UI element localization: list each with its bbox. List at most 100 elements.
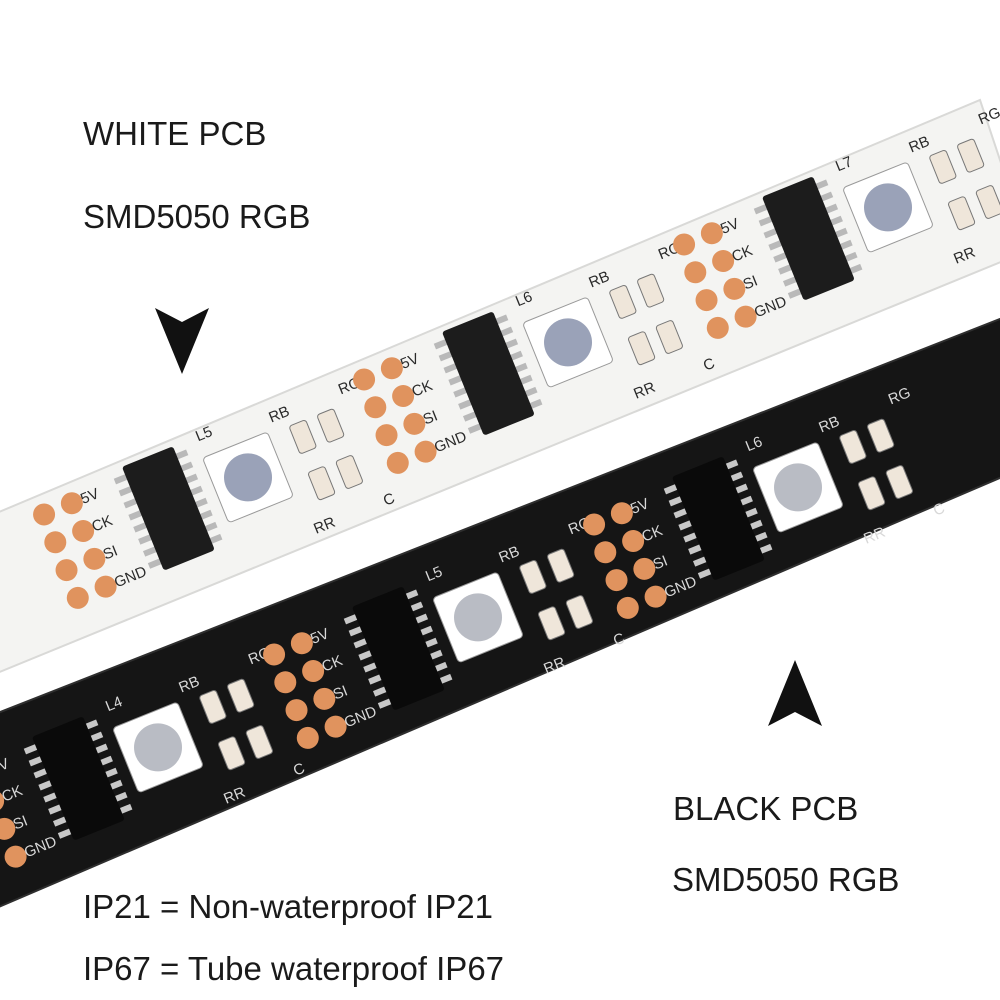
- black-led-type-label: SMD5050 RGB: [672, 861, 900, 898]
- white-pcb-label: WHITE PCB: [83, 115, 267, 152]
- resistor: [858, 476, 886, 511]
- solder-pad: [706, 316, 729, 339]
- chip-pin: [123, 497, 139, 509]
- pin-label: SI: [651, 552, 671, 573]
- chip-pin: [348, 625, 364, 637]
- pin-label: 5V: [308, 625, 331, 648]
- solder-pad: [386, 451, 409, 474]
- chip-pin: [433, 338, 449, 350]
- solder-pad: [583, 513, 606, 536]
- led-lens: [134, 723, 183, 772]
- solder-pad: [392, 385, 415, 408]
- resistor: [317, 408, 345, 443]
- solder-pad: [712, 250, 735, 273]
- chip-pin: [368, 673, 384, 685]
- pin-label: 5V: [718, 215, 741, 238]
- led-name-label: L6: [513, 288, 535, 310]
- chip-pin: [778, 263, 794, 275]
- arrowhead-down-icon: [155, 308, 209, 374]
- chip-pin: [353, 637, 369, 649]
- pin-label: SI: [421, 407, 441, 428]
- driver-chip: [352, 587, 444, 710]
- pin-label: CK: [729, 242, 755, 266]
- pin-label: 5V: [0, 755, 12, 778]
- black-pcb-label: BLACK PCB: [673, 790, 859, 827]
- resistor: [308, 466, 336, 501]
- rr-label: RR: [311, 514, 338, 538]
- resistor: [929, 150, 957, 184]
- solder-pad: [4, 845, 27, 868]
- solder-pad: [263, 643, 286, 666]
- chip-pin: [38, 779, 54, 791]
- chip-pin: [118, 485, 134, 497]
- arrowhead-up-icon: [768, 660, 822, 726]
- pin-label: CK: [319, 652, 345, 676]
- led-name-label: L6: [743, 433, 765, 455]
- c-label: C: [931, 500, 948, 520]
- chip-pin: [758, 215, 774, 227]
- solder-pad: [700, 222, 723, 245]
- chip-pin: [23, 743, 39, 755]
- led-lens: [544, 318, 593, 367]
- resistor: [547, 548, 575, 583]
- resistor: [218, 736, 246, 771]
- resistor: [227, 678, 255, 713]
- solder-pad: [673, 233, 696, 256]
- resistor: [867, 418, 895, 453]
- chip-pin: [33, 767, 49, 779]
- chip-pin: [467, 422, 484, 434]
- led-name-label: L5: [193, 423, 215, 445]
- pin-label: CK: [89, 512, 115, 536]
- chip-pin: [763, 227, 779, 239]
- solder-pad: [353, 368, 376, 391]
- chip-pin: [462, 410, 479, 422]
- solder-pad: [324, 715, 347, 738]
- chip-pin: [443, 362, 459, 374]
- chip-pin: [48, 803, 64, 815]
- solder-pad: [66, 586, 89, 609]
- rb-label: RB: [266, 403, 292, 427]
- led-lens: [774, 463, 823, 512]
- solder-pad: [734, 305, 757, 328]
- white-pcb-strip: 5VCKSIGNDL5RBRRRGC5VCKSIGNDL6RBRRRGC5VCK…: [0, 98, 1000, 673]
- solder-pad: [55, 559, 78, 582]
- chip-pin: [448, 374, 464, 386]
- driver-chip: [122, 447, 214, 570]
- rr-label: RR: [861, 524, 888, 548]
- rr-label: RR: [541, 654, 568, 678]
- solder-pad: [644, 585, 667, 608]
- solder-pad: [285, 699, 308, 722]
- pin-label: CK: [639, 522, 665, 546]
- chip-pin: [663, 483, 679, 495]
- led-lens: [224, 453, 273, 502]
- chip-pin: [683, 531, 699, 543]
- chip-pin: [372, 685, 389, 697]
- rr-label: RR: [951, 244, 978, 268]
- solder-pad: [622, 530, 645, 553]
- chip-pin: [438, 350, 454, 362]
- led-name-label: L4: [103, 693, 125, 715]
- resistor: [885, 465, 913, 499]
- rb-label: RB: [816, 413, 842, 437]
- chip-pin: [377, 697, 394, 709]
- chip-pin: [142, 545, 159, 557]
- chip-pin: [43, 791, 59, 803]
- ip67-note: IP67 = Tube waterproof IP67: [83, 950, 505, 987]
- chip-pin: [753, 203, 769, 215]
- solder-pad: [414, 440, 437, 463]
- solder-pad: [296, 726, 319, 749]
- solder-pad: [605, 569, 628, 592]
- chip-pin: [782, 275, 799, 287]
- chip-pin: [453, 386, 469, 398]
- led-name-label: L7: [833, 153, 855, 175]
- rb-label: RB: [176, 673, 202, 697]
- resistor: [538, 606, 566, 641]
- resistor: [628, 331, 656, 366]
- chip-pin: [768, 239, 784, 251]
- resistor: [957, 138, 985, 173]
- resistor: [199, 690, 227, 724]
- rr-label: RR: [631, 379, 658, 403]
